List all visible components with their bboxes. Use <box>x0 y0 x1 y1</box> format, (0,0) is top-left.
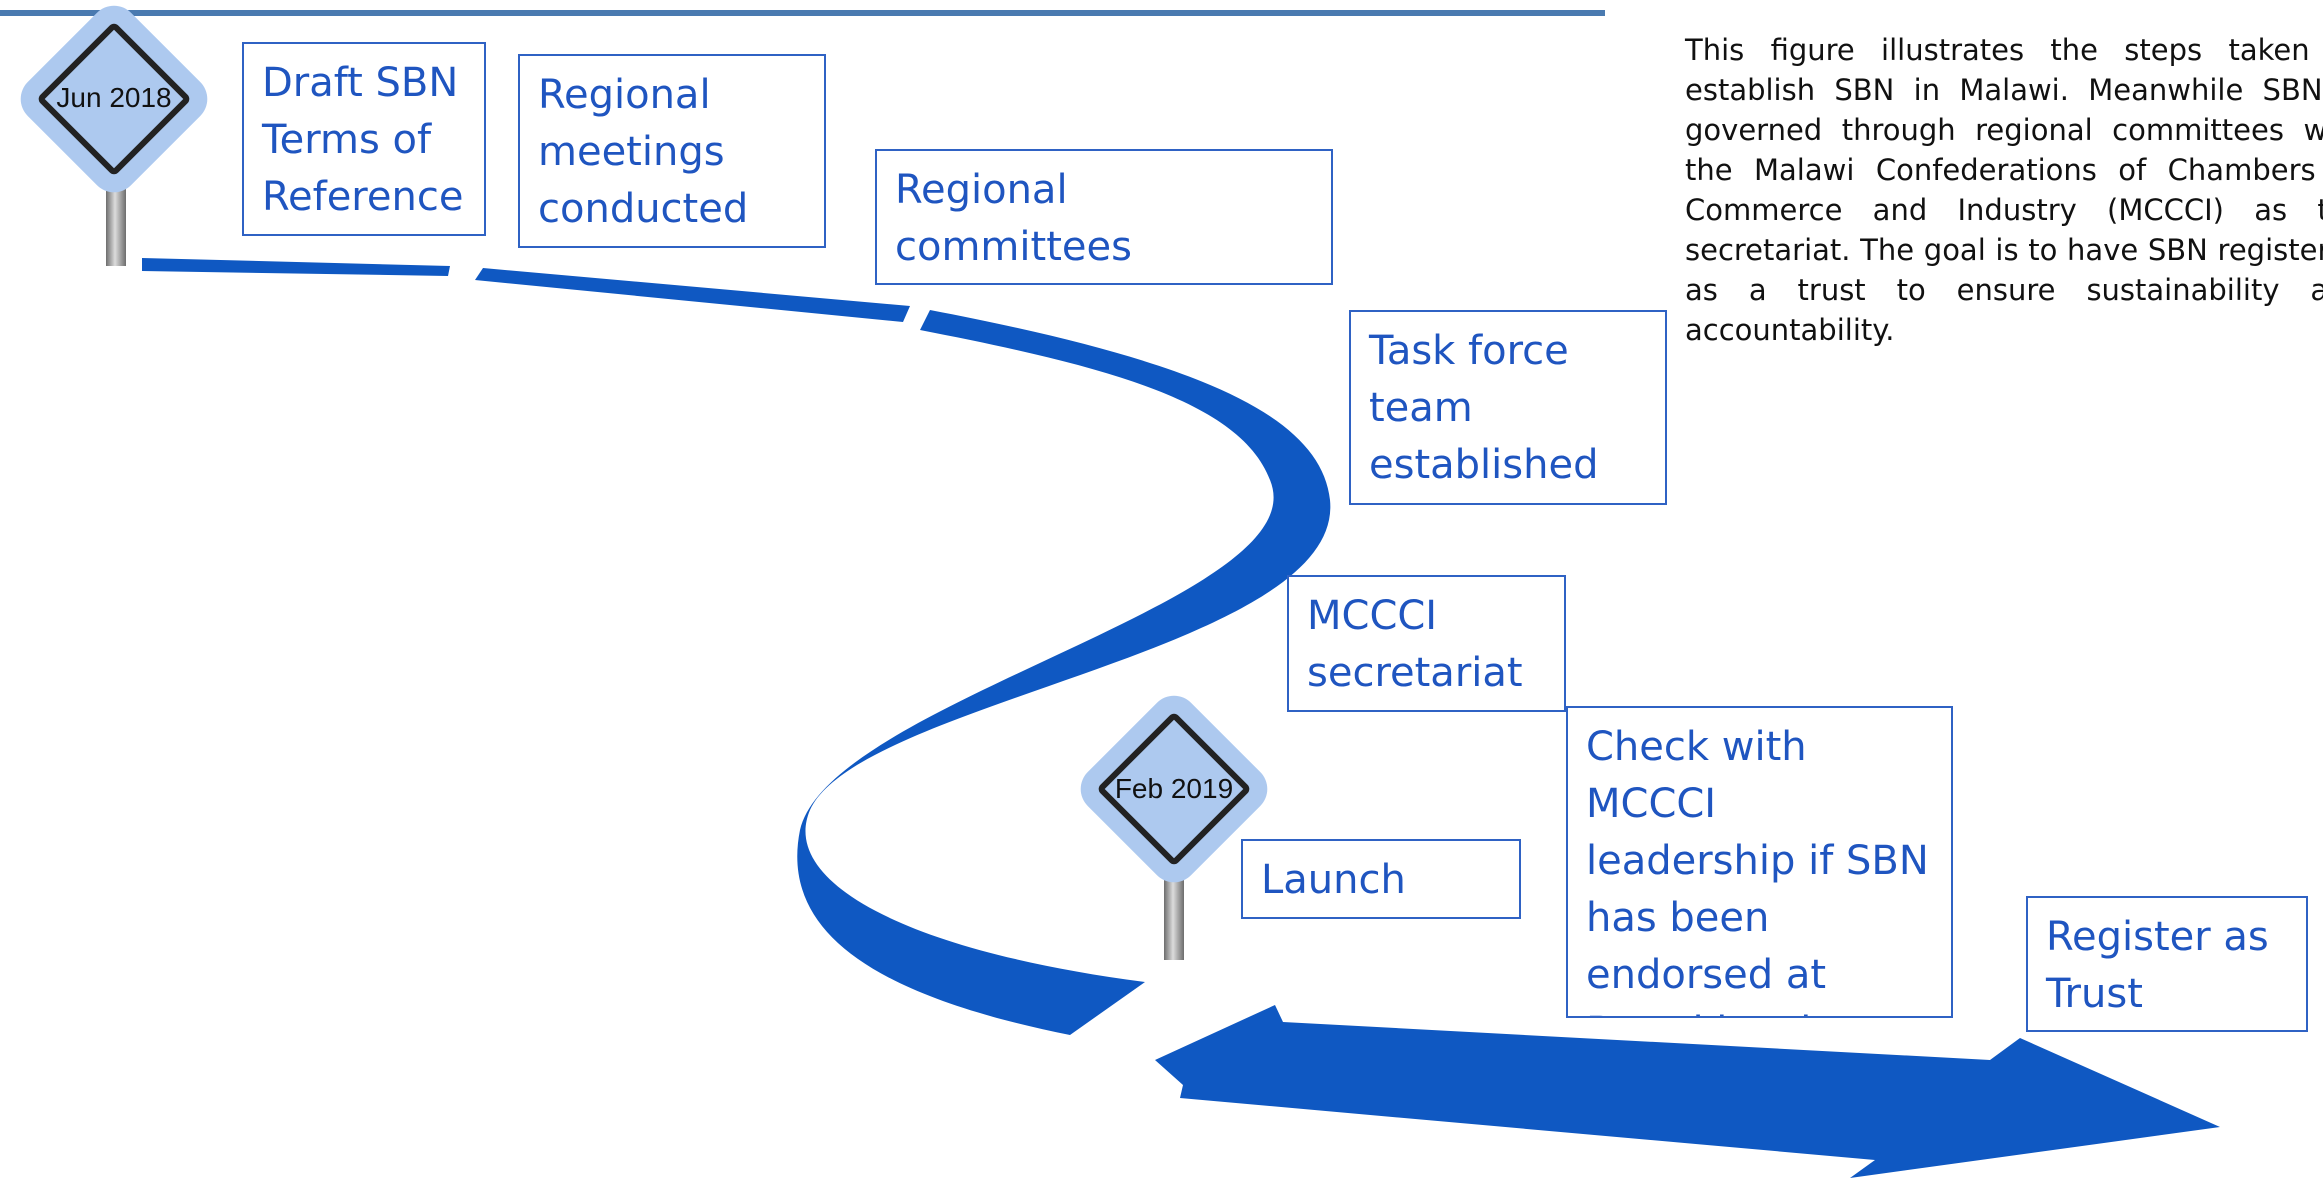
step-regional-committees: Regional committees established <box>875 149 1333 285</box>
sign-pole <box>106 170 126 266</box>
sign-date-label: Feb 2019 <box>1114 773 1234 804</box>
step-launch: Launch <box>1241 839 1521 919</box>
road-segment <box>797 310 1331 1035</box>
step-task-force: Task force team established <box>1349 310 1667 505</box>
header-rule <box>0 10 1605 16</box>
sign-pole <box>1164 860 1184 960</box>
road-arrow <box>1155 1005 2220 1178</box>
step-regional-meetings: Regional meetings conducted <box>518 54 826 248</box>
step-register-trust: Register as Trust <box>2026 896 2308 1032</box>
figure-caption: This figure illustrates the steps taken … <box>1685 33 2323 347</box>
road-segment <box>475 268 910 322</box>
sign-date-label: Jun 2018 <box>56 82 172 113</box>
step-draft-terms: Draft SBN Terms of Reference <box>242 42 486 236</box>
step-mccci-secretariat: MCCCI secretariat <box>1287 575 1566 712</box>
road-segment <box>142 258 450 276</box>
step-check-mccci: Check with MCCCI leadership if SBN has b… <box>1566 706 1953 1018</box>
